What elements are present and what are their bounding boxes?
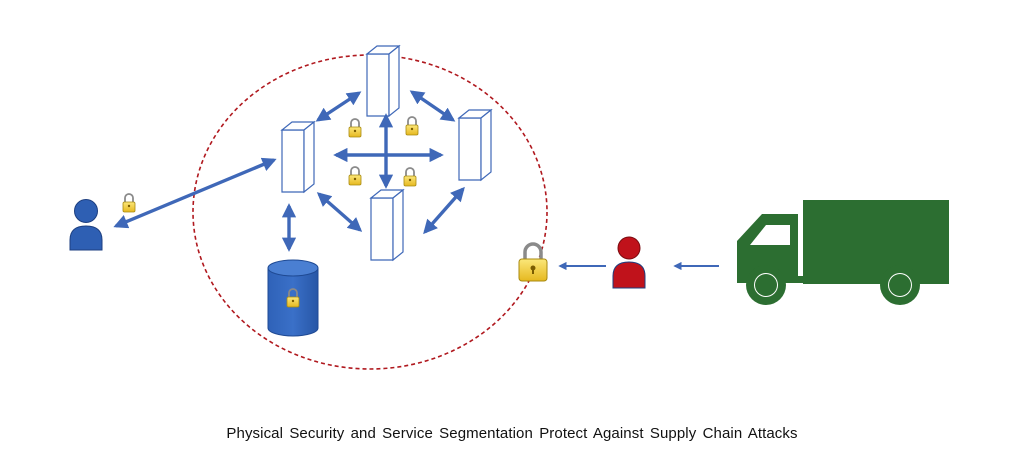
- padlock-icon: [348, 118, 362, 138]
- arrow-left-top: [315, 91, 362, 122]
- attacker-person-icon: [612, 236, 646, 289]
- arrow-user-to-server: [113, 157, 277, 229]
- truck-icon: [737, 200, 949, 305]
- server-top-icon: [366, 45, 400, 117]
- padlock-icon: [403, 167, 417, 187]
- padlock-icon: [122, 193, 136, 213]
- arrow-right-bottom: [423, 186, 465, 235]
- arrow-left-bottom: [316, 192, 363, 232]
- user-person-icon: [69, 199, 103, 251]
- perimeter-padlock-icon: [518, 242, 548, 282]
- server-left-icon: [281, 121, 315, 193]
- server-right-icon: [458, 109, 492, 181]
- arrow-top-right: [409, 90, 456, 122]
- server-bottom-icon: [370, 189, 404, 261]
- padlock-icon: [348, 166, 362, 186]
- diagram-caption: Physical Security and Service Segmentati…: [226, 425, 798, 442]
- padlock-icon: [405, 116, 419, 136]
